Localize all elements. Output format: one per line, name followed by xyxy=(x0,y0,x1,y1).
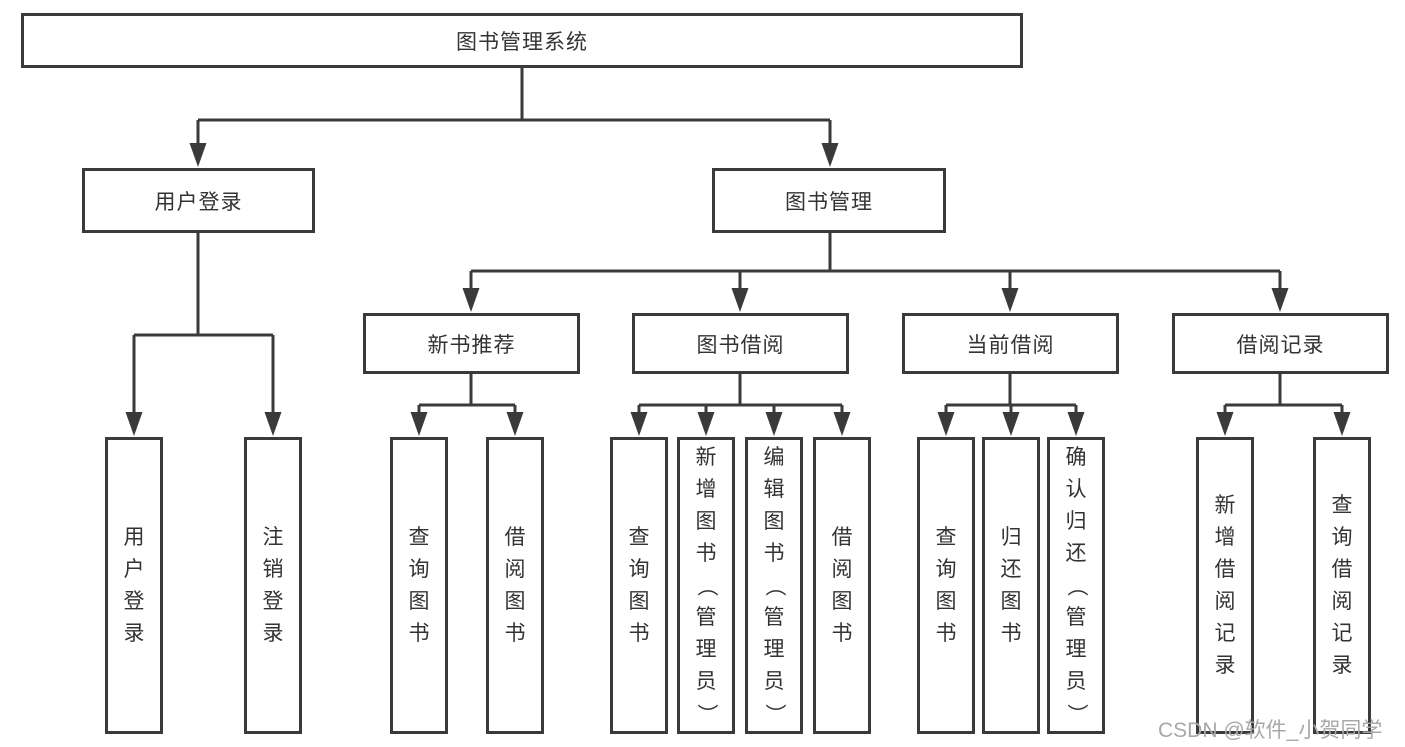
node-current-borrowing: 当前借阅 xyxy=(902,313,1119,374)
connector-tee xyxy=(639,374,842,407)
node-book-management: 图书管理 xyxy=(712,168,946,233)
node-borrowing-records: 借阅记录 xyxy=(1172,313,1389,374)
connector-tee xyxy=(419,374,515,407)
leaf-logout-login: 注销登录 xyxy=(244,437,302,734)
node-label: 图书借阅 xyxy=(696,333,785,357)
node-library-management-system: 图书管理系统 xyxy=(21,13,1023,68)
arrowhead-down-icon xyxy=(697,412,715,436)
node-book-borrowing: 图书借阅 xyxy=(632,313,849,374)
arrowhead-down-icon xyxy=(630,412,648,436)
arrowhead-down-icon xyxy=(821,143,839,167)
csdn-watermark: CSDN @软件_小贺同学 xyxy=(1158,719,1383,742)
node-label: 新书推荐 xyxy=(427,333,516,357)
arrowhead-down-icon xyxy=(410,412,428,436)
arrowhead-down-icon xyxy=(1001,288,1019,312)
arrowhead-down-icon xyxy=(731,288,749,312)
node-label: 图书管理系统 xyxy=(456,30,588,54)
arrowhead-down-icon xyxy=(462,288,480,312)
arrowhead-down-icon xyxy=(937,412,955,436)
arrowhead-down-icon xyxy=(1002,412,1020,436)
leaf-query-borrow-record: 查询借阅记录 xyxy=(1313,437,1371,734)
connector-tee xyxy=(198,68,830,122)
node-user-login: 用户登录 xyxy=(82,168,315,233)
leaf-return-book: 归还图书 xyxy=(982,437,1040,734)
arrowhead-down-icon xyxy=(264,412,282,436)
leaf-query-book-recommend: 查询图书 xyxy=(390,437,448,734)
arrowhead-down-icon xyxy=(125,412,143,436)
node-new-book-recommend: 新书推荐 xyxy=(363,313,580,374)
node-label: 用户登录 xyxy=(154,190,243,214)
arrowhead-down-icon xyxy=(1067,412,1085,436)
arrowhead-down-icon xyxy=(189,143,207,167)
leaf-edit-book-admin: 编辑图书（管理员） xyxy=(745,437,803,734)
leaf-confirm-return-admin: 确认归还（管理员） xyxy=(1047,437,1105,734)
connector-tee xyxy=(946,374,1076,407)
leaf-borrow-book: 借阅图书 xyxy=(813,437,871,734)
arrowhead-down-icon xyxy=(506,412,524,436)
arrowhead-down-icon xyxy=(1333,412,1351,436)
leaf-query-book-current: 查询图书 xyxy=(917,437,975,734)
leaf-user-login: 用户登录 xyxy=(105,437,163,734)
node-label: 图书管理 xyxy=(785,190,873,214)
arrowhead-down-icon xyxy=(833,412,851,436)
leaf-query-book-borrowing: 查询图书 xyxy=(610,437,668,734)
leaf-add-book-admin: 新增图书（管理员） xyxy=(677,437,735,734)
leaf-add-borrow-record: 新增借阅记录 xyxy=(1196,437,1254,734)
leaf-borrow-book-recommend: 借阅图书 xyxy=(486,437,544,734)
connector-tee xyxy=(134,233,273,337)
arrowhead-down-icon xyxy=(1271,288,1289,312)
arrowhead-down-icon xyxy=(765,412,783,436)
arrowhead-down-icon xyxy=(1216,412,1234,436)
node-label: 当前借阅 xyxy=(966,333,1055,357)
connector-tee xyxy=(1225,374,1342,407)
connector-tee xyxy=(471,233,1280,273)
node-label: 借阅记录 xyxy=(1236,333,1325,357)
